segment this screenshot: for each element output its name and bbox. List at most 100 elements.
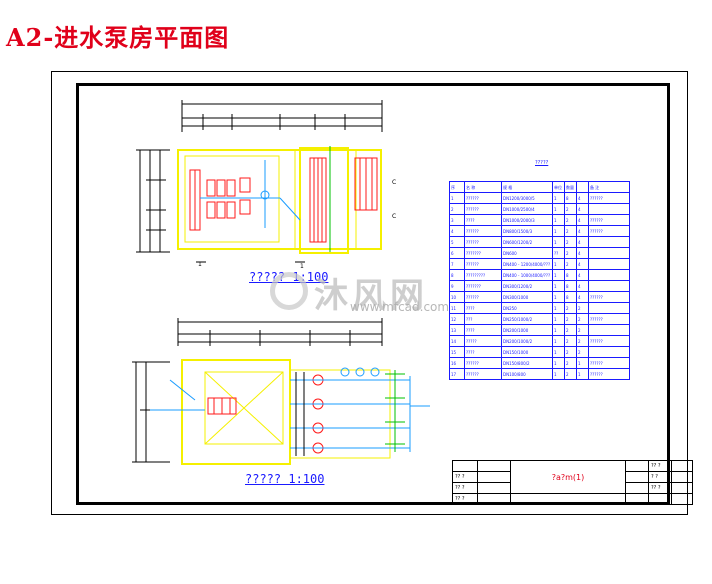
table-cell [588,346,630,358]
table-cell: 2 [564,335,577,347]
table-cell: 8 [564,291,577,303]
table-cell: ?????? [588,313,630,325]
table-cell: ?????? [464,258,502,270]
table-cell: 1 [552,236,565,248]
drawing-name: ?a?m(1) [510,460,626,494]
title-block-label: ? ? [648,471,672,483]
table-cell: 1 [552,302,565,314]
title-block-label: ?? ? [452,482,478,494]
table-cell: 8 [564,280,577,292]
table-header-cell: 规 格 [501,181,553,193]
table-cell: DN150/1000 [501,346,553,358]
watermark-text-en: www.mfcad.com [350,300,450,314]
table-cell: DN300/1200/2 [501,280,553,292]
table-cell: ?????? [588,357,630,369]
table-cell: ?????? [464,357,502,369]
table-cell: 5 [449,236,465,248]
table-cell: 2 [564,346,577,358]
table-cell: 1 [552,192,565,204]
table-cell: 2 [564,247,577,259]
table-cell: ??????? [464,280,502,292]
lower-plan-scale-label: ????? 1:100 [245,472,325,486]
table-cell [588,203,630,215]
table-cell: 2 [564,368,577,380]
table-cell [588,236,630,248]
table-cell: 1 [552,346,565,358]
table-cell: DN250 [501,302,553,314]
table-cell: 8 [564,192,577,204]
table-cell: 4 [576,203,589,215]
table-cell: 4 [576,291,589,303]
title-block-label: ?? ? [452,471,478,483]
watermark-logo-icon [270,272,308,310]
sheet-inner-border [76,83,670,505]
table-cell: ?????? [464,236,502,248]
upper-plan: C C 1 1 [136,100,396,270]
table-cell: ?? [552,247,565,259]
table-cell: 1 [552,335,565,347]
table-cell: 4 [576,214,589,226]
table-cell: DN400 - 1000/4000/??? [501,269,553,281]
table-cell [588,302,630,314]
table-cell: 2 [576,302,589,314]
table-cell: 4 [576,269,589,281]
table-cell: DN200/1000/2 [501,335,553,347]
lower-plan [132,318,430,465]
table-cell [588,247,630,259]
table-cell: ????????? [464,269,502,281]
table-cell: 4 [576,192,589,204]
table-cell: 1 [552,291,565,303]
table-cell: 1 [552,368,565,380]
table-cell: 1 [576,368,589,380]
table-cell: DN1000/2500/4 [501,203,553,215]
table-cell: ?????? [588,335,630,347]
table-cell: 2 [576,346,589,358]
table-cell: DN100/800 [501,368,553,380]
table-cell: 2 [576,335,589,347]
table-cell: 8 [564,269,577,281]
table-cell: ?????? [464,192,502,204]
table-cell [588,258,630,270]
table-cell: ?????? [588,291,630,303]
table-cell: ???? [464,346,502,358]
table-cell: 15 [449,346,465,358]
table-cell: DN800/1500/3 [501,225,553,237]
table-header-cell: 名 称 [464,181,502,193]
table-cell: 13 [449,324,465,336]
table-header-cell [576,181,589,193]
table-cell: 17 [449,368,465,380]
table-cell: 7 [449,258,465,270]
table-cell: 4 [449,225,465,237]
table-cell: ???? [464,324,502,336]
page-title: A2-进水泵房平面图 [6,23,230,52]
svg-text:C: C [392,179,396,186]
table-cell: DN400 - 1200/4000/??? [501,258,553,270]
svg-text:C: C [392,213,396,220]
table-cell: 2 [564,324,577,336]
table-cell: 2 [576,324,589,336]
table-cell: 4 [576,225,589,237]
table-cell: 2 [564,225,577,237]
table-cell: 9 [449,280,465,292]
table-cell: ?????? [464,203,502,215]
table-cell [588,324,630,336]
table-cell: ?????? [588,214,630,226]
title-block: ?a?m(1) ?? ? ?? ? ? ? ?? ? ?? ? ?? ? [452,460,693,505]
table-cell: 12 [449,313,465,325]
table-cell: 2 [564,258,577,270]
table-cell: 1 [552,269,565,281]
equipment-table-title: ????? [535,160,549,166]
table-cell: 8 [449,269,465,281]
table-cell: 1 [552,357,565,369]
table-cell [588,269,630,281]
